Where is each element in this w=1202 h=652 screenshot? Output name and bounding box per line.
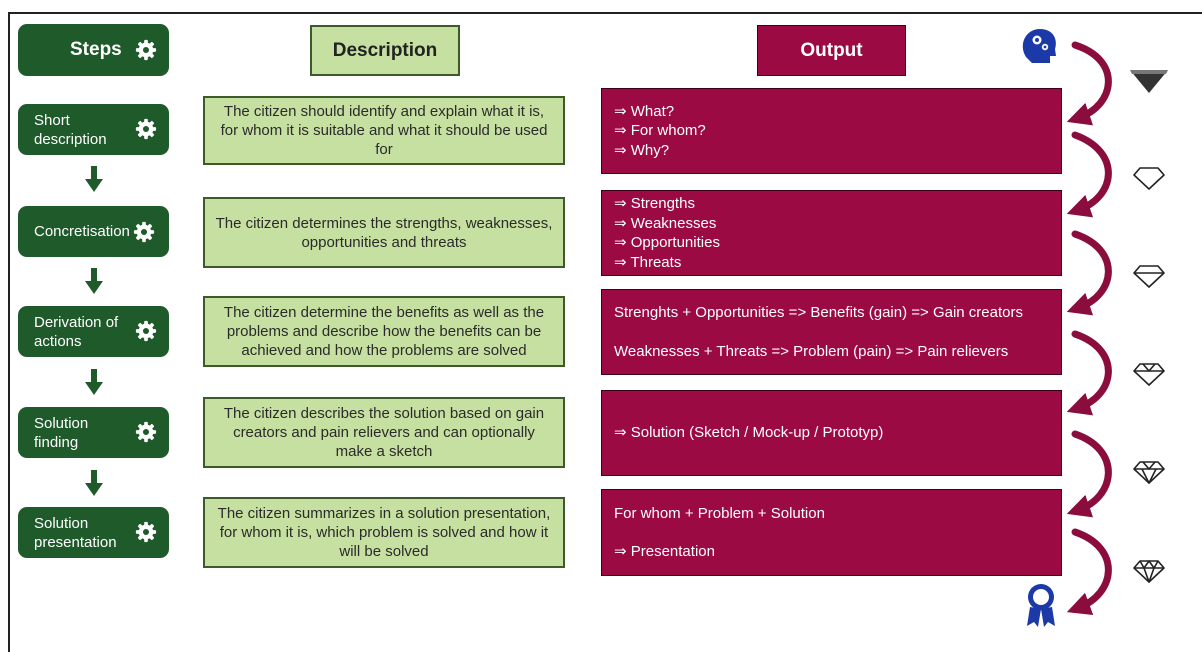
gear-icon [135,118,157,140]
arrow-down-icon [85,369,103,395]
step-label: Concretisation [34,223,130,240]
description-text: The citizen describes the solution based… [223,405,545,460]
output-line: ⇒ Threats [614,253,682,271]
arrow-down-icon [85,470,103,496]
curved-arrow-icon [1066,230,1112,316]
step-concretisation: Concretisation [18,206,169,257]
output-line: ⇒ For whom? [614,122,706,140]
curved-arrow-icon [1066,330,1112,416]
diamond-icon [1133,363,1165,386]
output-box: ⇒ Solution (Sketch / Mock-up / Prototyp) [601,390,1062,476]
arrow-down-icon [85,166,103,192]
output-header: Output [757,25,906,76]
output-line: Strenghts + Opportunities => Benefits (g… [614,304,1023,321]
output-box: ⇒ What? ⇒ For whom? ⇒ Why? [601,88,1062,174]
step-solution-presentation: Solution presentation [18,507,169,558]
output-line: ⇒ What? [614,102,675,120]
description-box: The citizen determine the benefits as we… [203,296,565,367]
output-line: Weaknesses + Threats => Problem (pain) =… [614,342,1009,360]
diamond-icon [1133,167,1165,190]
curved-arrow-icon [1066,430,1112,518]
description-box: The citizen should identify and explain … [203,96,565,165]
output-box: For whom + Problem + Solution ⇒ Presenta… [601,489,1062,576]
progress-track [1022,29,1168,627]
output-line: ⇒ Solution (Sketch / Mock-up / Prototyp) [614,424,884,442]
description-box: The citizen describes the solution based… [203,397,565,468]
steps-header: Steps [18,24,169,76]
arrow-down-icon [85,268,103,294]
diamond-icon [1133,265,1165,288]
description-header-label: Description [332,39,438,61]
step-short-description: Short description [18,104,169,155]
steps-header-label: Steps [70,39,122,60]
description-header: Description [310,25,460,76]
diamond-icon [1133,461,1165,484]
triangle-icon [1130,70,1168,93]
output-box: ⇒ Strengths ⇒ Weaknesses ⇒ Opportunities… [601,190,1062,276]
step-label: Short description [34,111,107,148]
step-label: Solution finding [34,414,89,451]
output-line: ⇒ Opportunities [614,234,720,251]
output-header-label: Output [800,39,863,61]
gear-icon [135,421,157,443]
award-ribbon-icon [1027,584,1055,627]
gear-icon [133,221,154,242]
gear-icon [135,39,157,61]
description-box: The citizen summarizes in a solution pre… [203,497,565,568]
step-label: Solution presentation [34,514,117,551]
step-derivation-of-actions: Derivation of actions [18,306,169,357]
gear-icon [135,320,157,342]
diamond-icon [1133,560,1165,583]
step-label: Derivation of actions [34,313,119,350]
curved-arrow-icon [1066,41,1112,126]
description-text: The citizen summarizes in a solution pre… [217,505,551,560]
step-solution-finding: Solution finding [18,407,169,458]
output-line: ⇒ Why? [614,141,670,159]
description-text: The citizen determines the strengths, we… [215,214,553,251]
gear-icon [135,521,157,543]
output-line: ⇒ Strengths [614,195,695,212]
output-box: Strenghts + Opportunities => Benefits (g… [601,289,1062,375]
description-text: The citizen should identify and explain … [220,103,548,158]
output-line: ⇒ Weaknesses [614,214,717,232]
curved-arrow-icon [1066,131,1112,218]
output-line: ⇒ Presentation [614,543,715,560]
output-line: For whom + Problem + Solution [614,504,825,522]
description-box: The citizen determines the strengths, we… [203,197,565,268]
head-gears-icon [1022,29,1056,63]
description-text: The citizen determine the benefits as we… [223,304,545,359]
curved-arrow-icon [1066,528,1112,616]
diagram-frame [8,12,1202,652]
